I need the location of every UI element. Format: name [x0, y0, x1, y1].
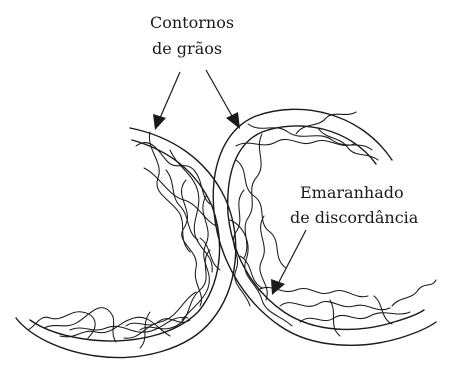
dislocation-tangle-arrow — [271, 229, 307, 295]
dislocation-tangle-label-line1: Emaranhado — [300, 183, 404, 202]
right-grain-inner-boundary — [227, 125, 425, 331]
dislocation-tangle-label: Emaranhado de discordância — [290, 183, 419, 227]
right-grain-dislocation-tangle — [229, 111, 437, 337]
dislocation-tangle-label-line2: de discordância — [290, 208, 419, 227]
right-grain-outer-boundary — [212, 108, 437, 346]
grain-boundaries-label: Contornos de grãos — [150, 13, 234, 58]
left-grain-inner-boundary — [29, 139, 221, 342]
left-grain-dislocation-tangle — [27, 131, 221, 349]
right-grain — [212, 108, 437, 346]
left-grain — [15, 127, 237, 359]
left-grain-outer-boundary — [15, 127, 237, 359]
grain-boundaries-label-line2: de grãos — [152, 39, 222, 58]
grain-boundary-arrow-right — [205, 69, 240, 129]
grain-boundaries-label-line1: Contornos — [150, 13, 234, 32]
grain-boundary-arrow-left — [153, 71, 181, 130]
